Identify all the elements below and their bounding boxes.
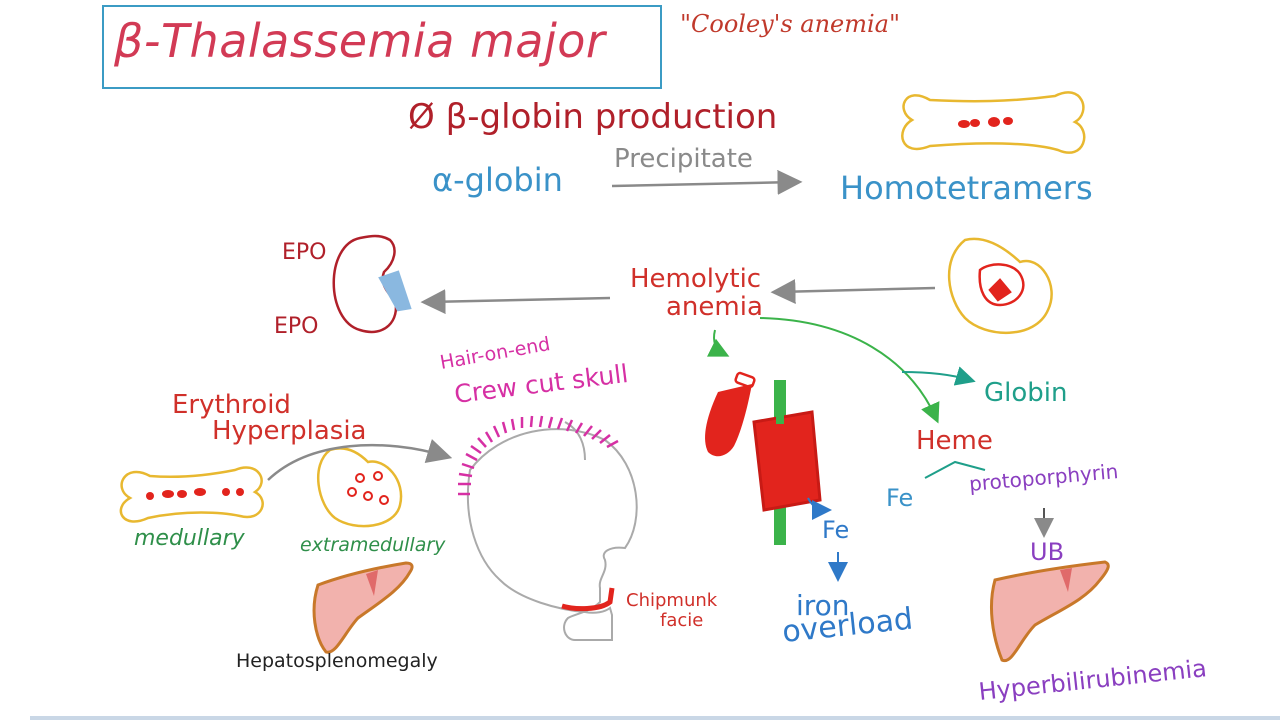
- globin-label: Globin: [984, 378, 1068, 408]
- hair-on-end-strokes: [458, 415, 619, 496]
- precipitate-label: Precipitate: [614, 144, 753, 174]
- heme-label: Heme: [916, 426, 993, 456]
- fe-transfusion-label: Fe: [822, 516, 850, 544]
- hemolytic-label-line1: Hemolytic: [630, 264, 762, 294]
- subtitle: "Cooley's anemia": [680, 10, 901, 38]
- arrow-hemolytic-transfusion: [707, 329, 730, 357]
- liver-icon-right: [990, 560, 1110, 663]
- epo-bottom-label: EPO: [274, 314, 319, 339]
- skull-icon: [466, 421, 638, 641]
- chipmunk-cheek: [561, 587, 615, 612]
- erythroid-label-line1: Erythroid: [172, 390, 291, 420]
- liver-icon-left: [312, 561, 414, 654]
- spleen-icon-left: [316, 447, 403, 528]
- hepatosplenomegaly-label: Hepatosplenomegaly: [236, 650, 438, 672]
- arrow-hemolytic-heme: [759, 317, 940, 424]
- homotetramers-label: Homotetramers: [840, 169, 1093, 207]
- hemolytic-label-line2: anemia: [666, 292, 763, 322]
- red-cells: [958, 117, 1013, 128]
- bottom-bar: [30, 716, 1280, 720]
- precipitate-arrow: [611, 169, 803, 195]
- extramedullary-cells: [347, 471, 389, 505]
- chipmunk-label-line1: Chipmunk: [626, 590, 718, 611]
- transfusion-bag-icon: [752, 380, 822, 545]
- arrow-to-globin: [901, 366, 976, 386]
- arrow-hemolytic-kidney: [420, 289, 611, 315]
- heme-split: [924, 460, 986, 479]
- kidney-icon: [332, 234, 412, 333]
- erythroid-label-line2: Hyperplasia: [212, 416, 367, 446]
- spleen-icon: [948, 237, 1053, 335]
- arrow-bag-fe: [807, 497, 832, 520]
- bone-icon: [901, 91, 1086, 154]
- fe-heme-label: Fe: [886, 484, 914, 512]
- arrow-erythroid-skull: [267, 439, 453, 481]
- chipmunk-label-line2: facie: [660, 610, 704, 631]
- iron-label: iron: [796, 589, 850, 622]
- marrow-cells: [146, 488, 244, 500]
- extramedullary-label: extramedullary: [300, 534, 446, 556]
- arrow-spleen-hemolytic: [770, 279, 936, 305]
- ub-label: UB: [1030, 538, 1065, 566]
- blood-tube-icon: [705, 371, 756, 457]
- medullary-label: medullary: [134, 526, 245, 551]
- alpha-globin-label: α-globin: [432, 161, 563, 199]
- no-beta-globin-label: Ø β-globin production: [408, 97, 778, 137]
- page-title: β-Thalassemia major: [114, 14, 606, 68]
- bone-icon-left: [119, 466, 264, 523]
- title-box: [102, 5, 662, 89]
- epo-top-label: EPO: [282, 240, 327, 265]
